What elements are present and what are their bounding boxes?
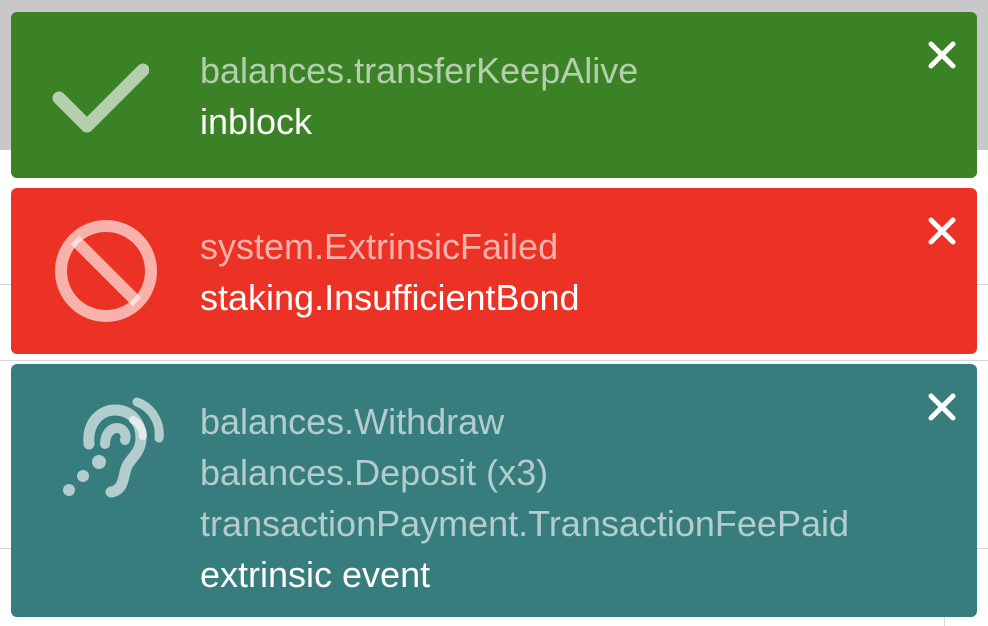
notification-success: balances.transferKeepAlive inblock <box>11 12 977 178</box>
notification-status: staking.InsufficientBond <box>200 277 580 318</box>
notification-action: system.ExtrinsicFailed <box>200 226 559 267</box>
close-button[interactable] <box>925 214 959 248</box>
assistive-listening-icon <box>49 394 164 504</box>
notification-text: balances.transferKeepAlive inblock <box>200 45 955 147</box>
close-button[interactable] <box>925 390 959 424</box>
notification-text: balances.Withdraw balances.Deposit (x3) … <box>200 396 955 600</box>
close-icon <box>925 390 959 424</box>
close-button[interactable] <box>925 38 959 72</box>
notification-status: inblock <box>200 101 313 142</box>
close-icon <box>925 38 959 72</box>
notification-event: balances.Withdraw balances.Deposit (x3) … <box>11 364 977 617</box>
notification-action: balances.transferKeepAlive <box>200 50 639 91</box>
notification-text: system.ExtrinsicFailed staking.Insuffici… <box>200 221 955 323</box>
notification-event-line: balances.Withdraw <box>200 401 505 442</box>
ban-icon <box>51 216 161 326</box>
notification-status: extrinsic event <box>200 554 431 595</box>
notification-event-line: balances.Deposit (x3) <box>200 452 549 493</box>
background-divider <box>0 360 988 361</box>
notification-event-line: transactionPayment.TransactionFeePaid <box>200 503 850 544</box>
close-icon <box>925 214 959 248</box>
notification-error: system.ExtrinsicFailed staking.Insuffici… <box>11 188 977 354</box>
check-icon <box>49 56 150 136</box>
